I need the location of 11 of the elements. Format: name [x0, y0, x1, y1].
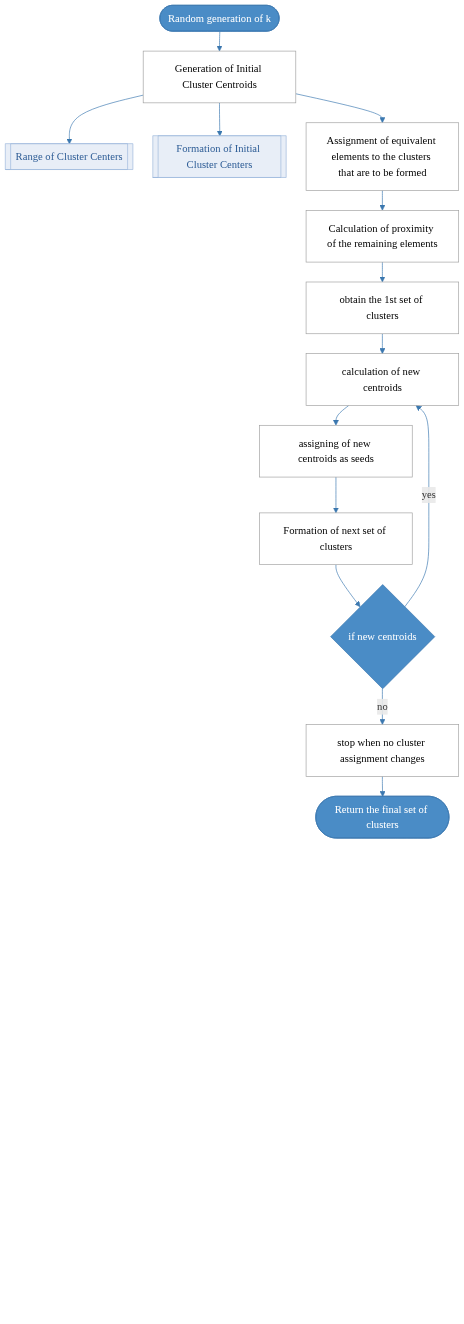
node-box: stop when no cluster assignment changes [305, 724, 459, 777]
node-box: assigning of new centroids as seeds [259, 425, 413, 478]
node-box: Generation of Initial Cluster Centroids [142, 50, 297, 104]
node-box: calculation of new centroids [305, 353, 459, 406]
node-box: obtain the 1st set of clusters [305, 281, 459, 335]
node-box: Assignment of equivalent elements to the clusters that are to be formed [305, 122, 459, 191]
edge-label: yes [421, 489, 436, 501]
edge-label: no [377, 700, 388, 712]
node-box: Formation of next set of clusters [259, 512, 413, 565]
node-box: Calculation of proximity of the remaining elements [305, 210, 459, 263]
node-diamond: if new centroids [330, 584, 436, 690]
